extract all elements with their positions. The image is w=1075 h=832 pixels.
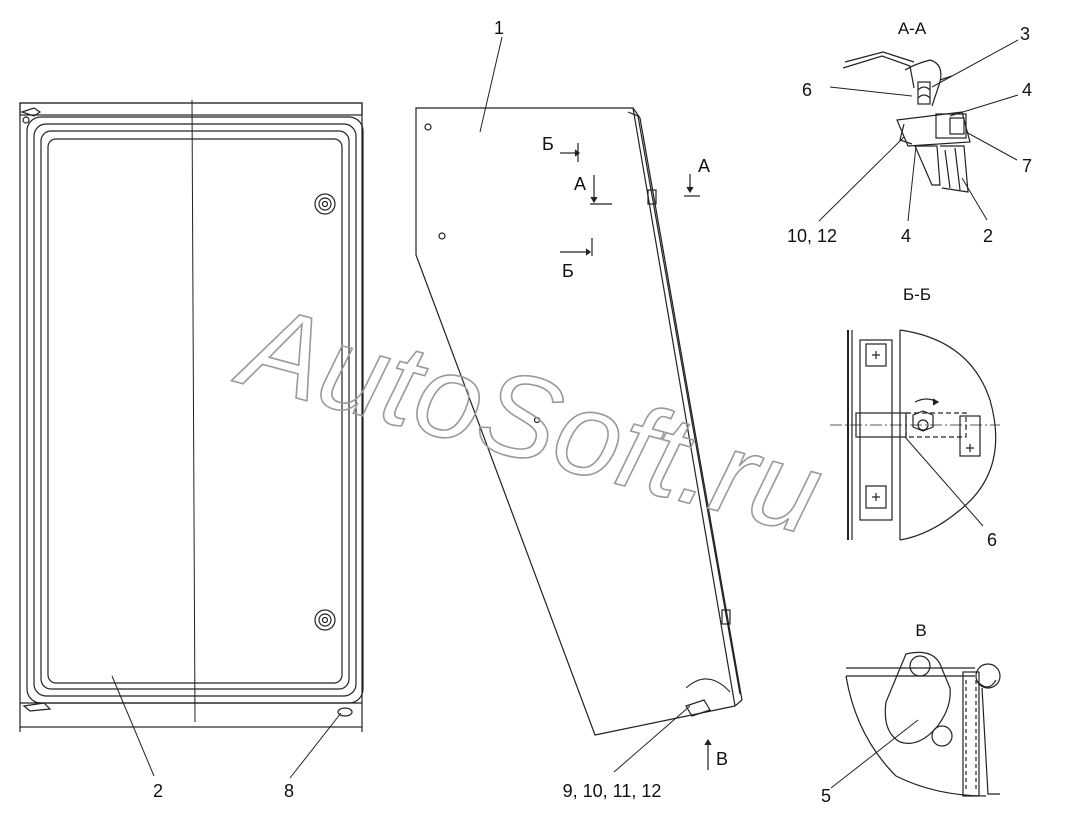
watermark-text: AutoSoft.ru: [224, 278, 834, 560]
leader-lines: [111, 36, 1019, 789]
cut-marks: [560, 143, 712, 770]
lock-bolt-upper: [314, 193, 336, 215]
callout-5: 5: [821, 786, 831, 806]
callout-7: 7: [1022, 156, 1032, 176]
callout-10-12: 10, 12: [787, 226, 837, 246]
cut-mark-a-left: А: [574, 174, 586, 194]
cut-mark-a-right: А: [698, 156, 710, 176]
section-title-v: В: [915, 621, 926, 640]
callout-6-bb: 6: [987, 530, 997, 550]
callout-2-door: 2: [153, 781, 163, 801]
callout-4-top: 4: [1022, 80, 1032, 100]
cut-mark-v: В: [716, 749, 728, 769]
callout-9-12: 9, 10, 11, 12: [563, 781, 662, 801]
view-v-drawing: [845, 651, 1001, 797]
callout-8: 8: [284, 781, 294, 801]
section-title-a-a: А-А: [898, 19, 927, 38]
lock-bolt-lower: [314, 609, 336, 631]
callout-4-bottom: 4: [901, 226, 911, 246]
cut-mark-b-bottom: Б: [562, 261, 574, 281]
door-front-view: [19, 99, 364, 732]
section-b-b-drawing: [830, 329, 1000, 541]
callout-3: 3: [1020, 24, 1030, 44]
callout-1: 1: [494, 18, 504, 38]
callout-6-aa: 6: [802, 80, 812, 100]
cut-mark-b-top: Б: [542, 134, 554, 154]
door-side-view: [415, 107, 743, 736]
callout-2-aa: 2: [983, 226, 993, 246]
section-a-a-drawing: [842, 51, 971, 193]
section-title-b-b: Б-Б: [903, 285, 931, 304]
